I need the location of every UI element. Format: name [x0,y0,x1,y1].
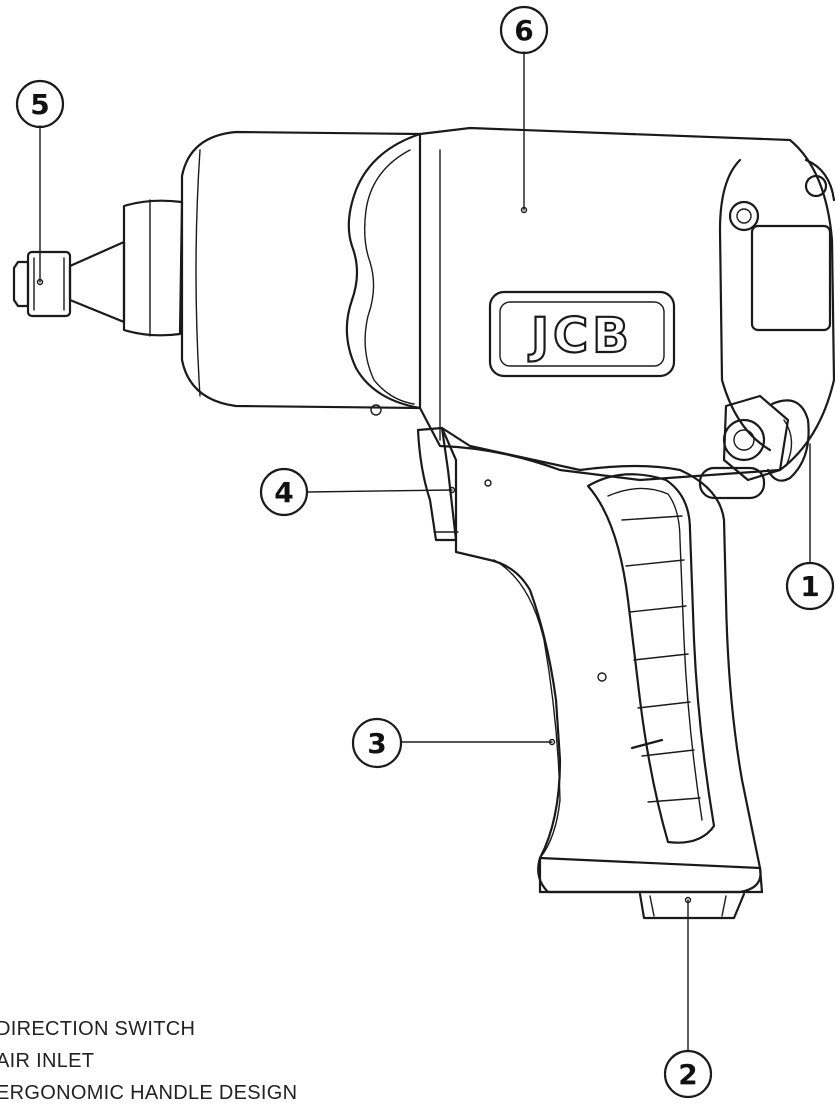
jcb-logo: JCB [488,290,676,378]
jcb-logo-text: JCB [528,308,633,364]
callout-badge-1: 1 [785,561,835,611]
callout-badge-6: 6 [499,5,549,55]
callout-badge-4: 4 [259,467,309,517]
legend-item-air-inlet: AIR INLET [0,1050,95,1072]
callout-badge-3: 3 [351,717,403,769]
rear-display-window [750,224,832,332]
callout-number: 3 [367,727,386,760]
trigger [416,426,459,542]
callout-number: 4 [274,476,293,509]
air-inlet [638,892,746,920]
callout-badge-5: 5 [15,79,65,129]
pistol-grip-handle [440,426,764,894]
leader-lines [36,51,811,1051]
callout-number: 5 [30,88,49,121]
callout-5-dot [36,278,44,286]
callout-number: 2 [678,1058,697,1091]
callout-number: 6 [514,14,533,47]
direction-switch [698,394,810,500]
square-drive-anvil [12,240,126,324]
callout-number: 1 [800,570,819,603]
callout-badge-2: 2 [663,1049,713,1099]
rear-cap [718,158,835,452]
legend-item-direction-switch: DIRECTION SWITCH [0,1018,196,1040]
nose-housing [122,199,184,337]
legend-item-ergonomic-handle: ERGONOMIC HANDLE DESIGN [0,1082,298,1104]
motor-housing [180,126,835,482]
